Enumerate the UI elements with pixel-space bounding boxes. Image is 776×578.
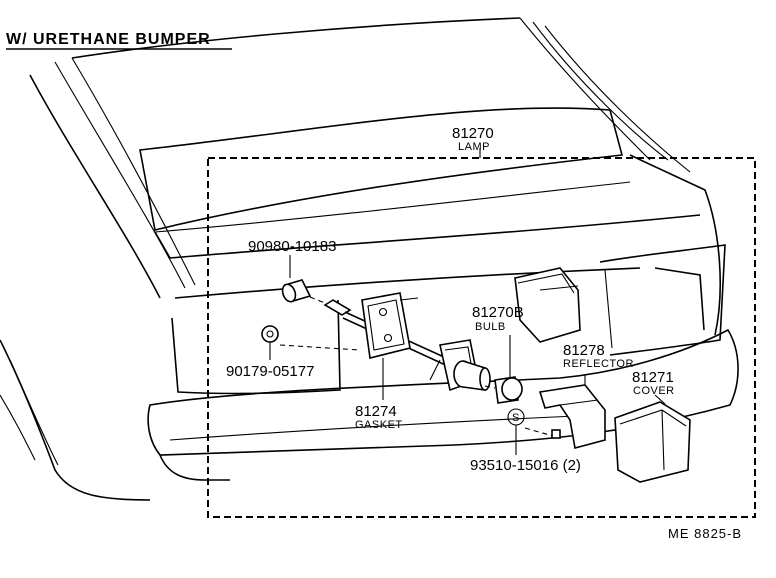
reflector-part-name: REFLECTOR: [563, 358, 634, 370]
diagram-code: ME 8825-B: [668, 526, 742, 541]
cover-part-name: COVER: [633, 385, 675, 397]
vehicle-body-outline: [0, 17, 739, 501]
screw-s-symbol: S: [512, 412, 520, 424]
screw-90980-10183-part: [281, 255, 331, 306]
nut-part-number: 90179-05177: [226, 363, 314, 380]
cover-part-number: 81271: [632, 369, 674, 386]
bulb-part-name: BULB: [475, 321, 506, 333]
lamp-assembly-boundary: [207, 157, 756, 518]
gasket-part-name: GASKET: [355, 419, 403, 431]
lamp-part-name: LAMP: [458, 141, 490, 153]
lamp-housing-part: [514, 267, 581, 343]
reflector-part-number: 81278: [563, 342, 605, 359]
socket-part: [429, 339, 491, 392]
screw-93510-15016-part: [507, 408, 525, 455]
bulb-81270b-part: [484, 335, 523, 404]
bulb-part-number: 81270B: [472, 304, 524, 321]
screw-part-number: 90980-10183: [248, 238, 336, 255]
lamp-part-number: 81270: [452, 125, 494, 142]
nut-90179-05177-part: [261, 325, 361, 360]
gasket-81274-part: [361, 292, 419, 400]
diagram-title: W/ URETHANE BUMPER: [6, 31, 211, 48]
reflector-81278-part: [524, 375, 606, 449]
screw-bottom-part-number: 93510-15016 (2): [470, 457, 581, 474]
gasket-part-number: 81274: [355, 403, 397, 420]
cover-81271-part: [614, 394, 691, 483]
